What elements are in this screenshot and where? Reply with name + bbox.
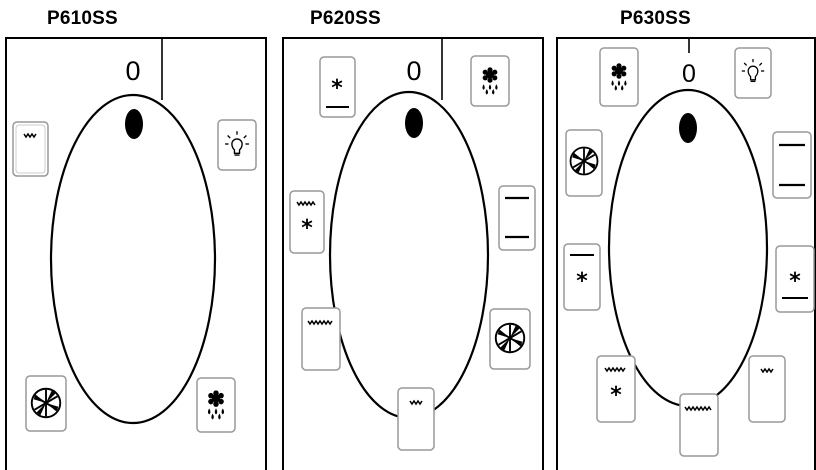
- model-title-p610ss: P610SS: [47, 8, 118, 29]
- light-icon: [734, 47, 772, 99]
- svg-text:*: *: [576, 269, 588, 294]
- fan-icon: [489, 308, 531, 370]
- bottom-heat-icon: [748, 355, 786, 423]
- fan-icon: [565, 129, 603, 197]
- zero-marker: 0: [125, 56, 140, 86]
- defrost-icon: [599, 47, 639, 107]
- top-bottom-heat-icon: [498, 185, 536, 251]
- panel-p610ss: [5, 37, 267, 470]
- svg-text:*: *: [610, 383, 622, 408]
- grill-fan-icon: *: [596, 355, 636, 423]
- top-bottom-heat-icon: [772, 131, 812, 199]
- defrost-icon: [196, 377, 236, 433]
- fan-heater-icon: *: [319, 56, 356, 118]
- fan-heater-icon: *: [563, 243, 601, 311]
- zero-marker: 0: [406, 56, 421, 86]
- bottom-heat-icon: [397, 387, 435, 451]
- fan-icon: [25, 375, 67, 432]
- light-icon: [217, 119, 257, 171]
- grill-fan-icon: *: [289, 190, 325, 254]
- defrost-icon: [470, 55, 510, 107]
- svg-text:*: *: [331, 76, 343, 101]
- fan-bottom-heat-icon: *: [775, 245, 815, 313]
- panel-p620ss: [282, 37, 544, 470]
- svg-text:*: *: [789, 269, 801, 294]
- full-grill-icon: [679, 393, 719, 457]
- grill-icon: [301, 307, 341, 371]
- model-title-p630ss: P630SS: [620, 8, 691, 29]
- panel-p630ss: [556, 37, 816, 470]
- dial-p610ss: 0: [49, 37, 217, 425]
- model-title-p620ss: P620SS: [310, 8, 381, 29]
- zero-marker: 0: [682, 60, 696, 88]
- fan-heater-icon: [12, 121, 49, 177]
- svg-text:*: *: [301, 216, 313, 241]
